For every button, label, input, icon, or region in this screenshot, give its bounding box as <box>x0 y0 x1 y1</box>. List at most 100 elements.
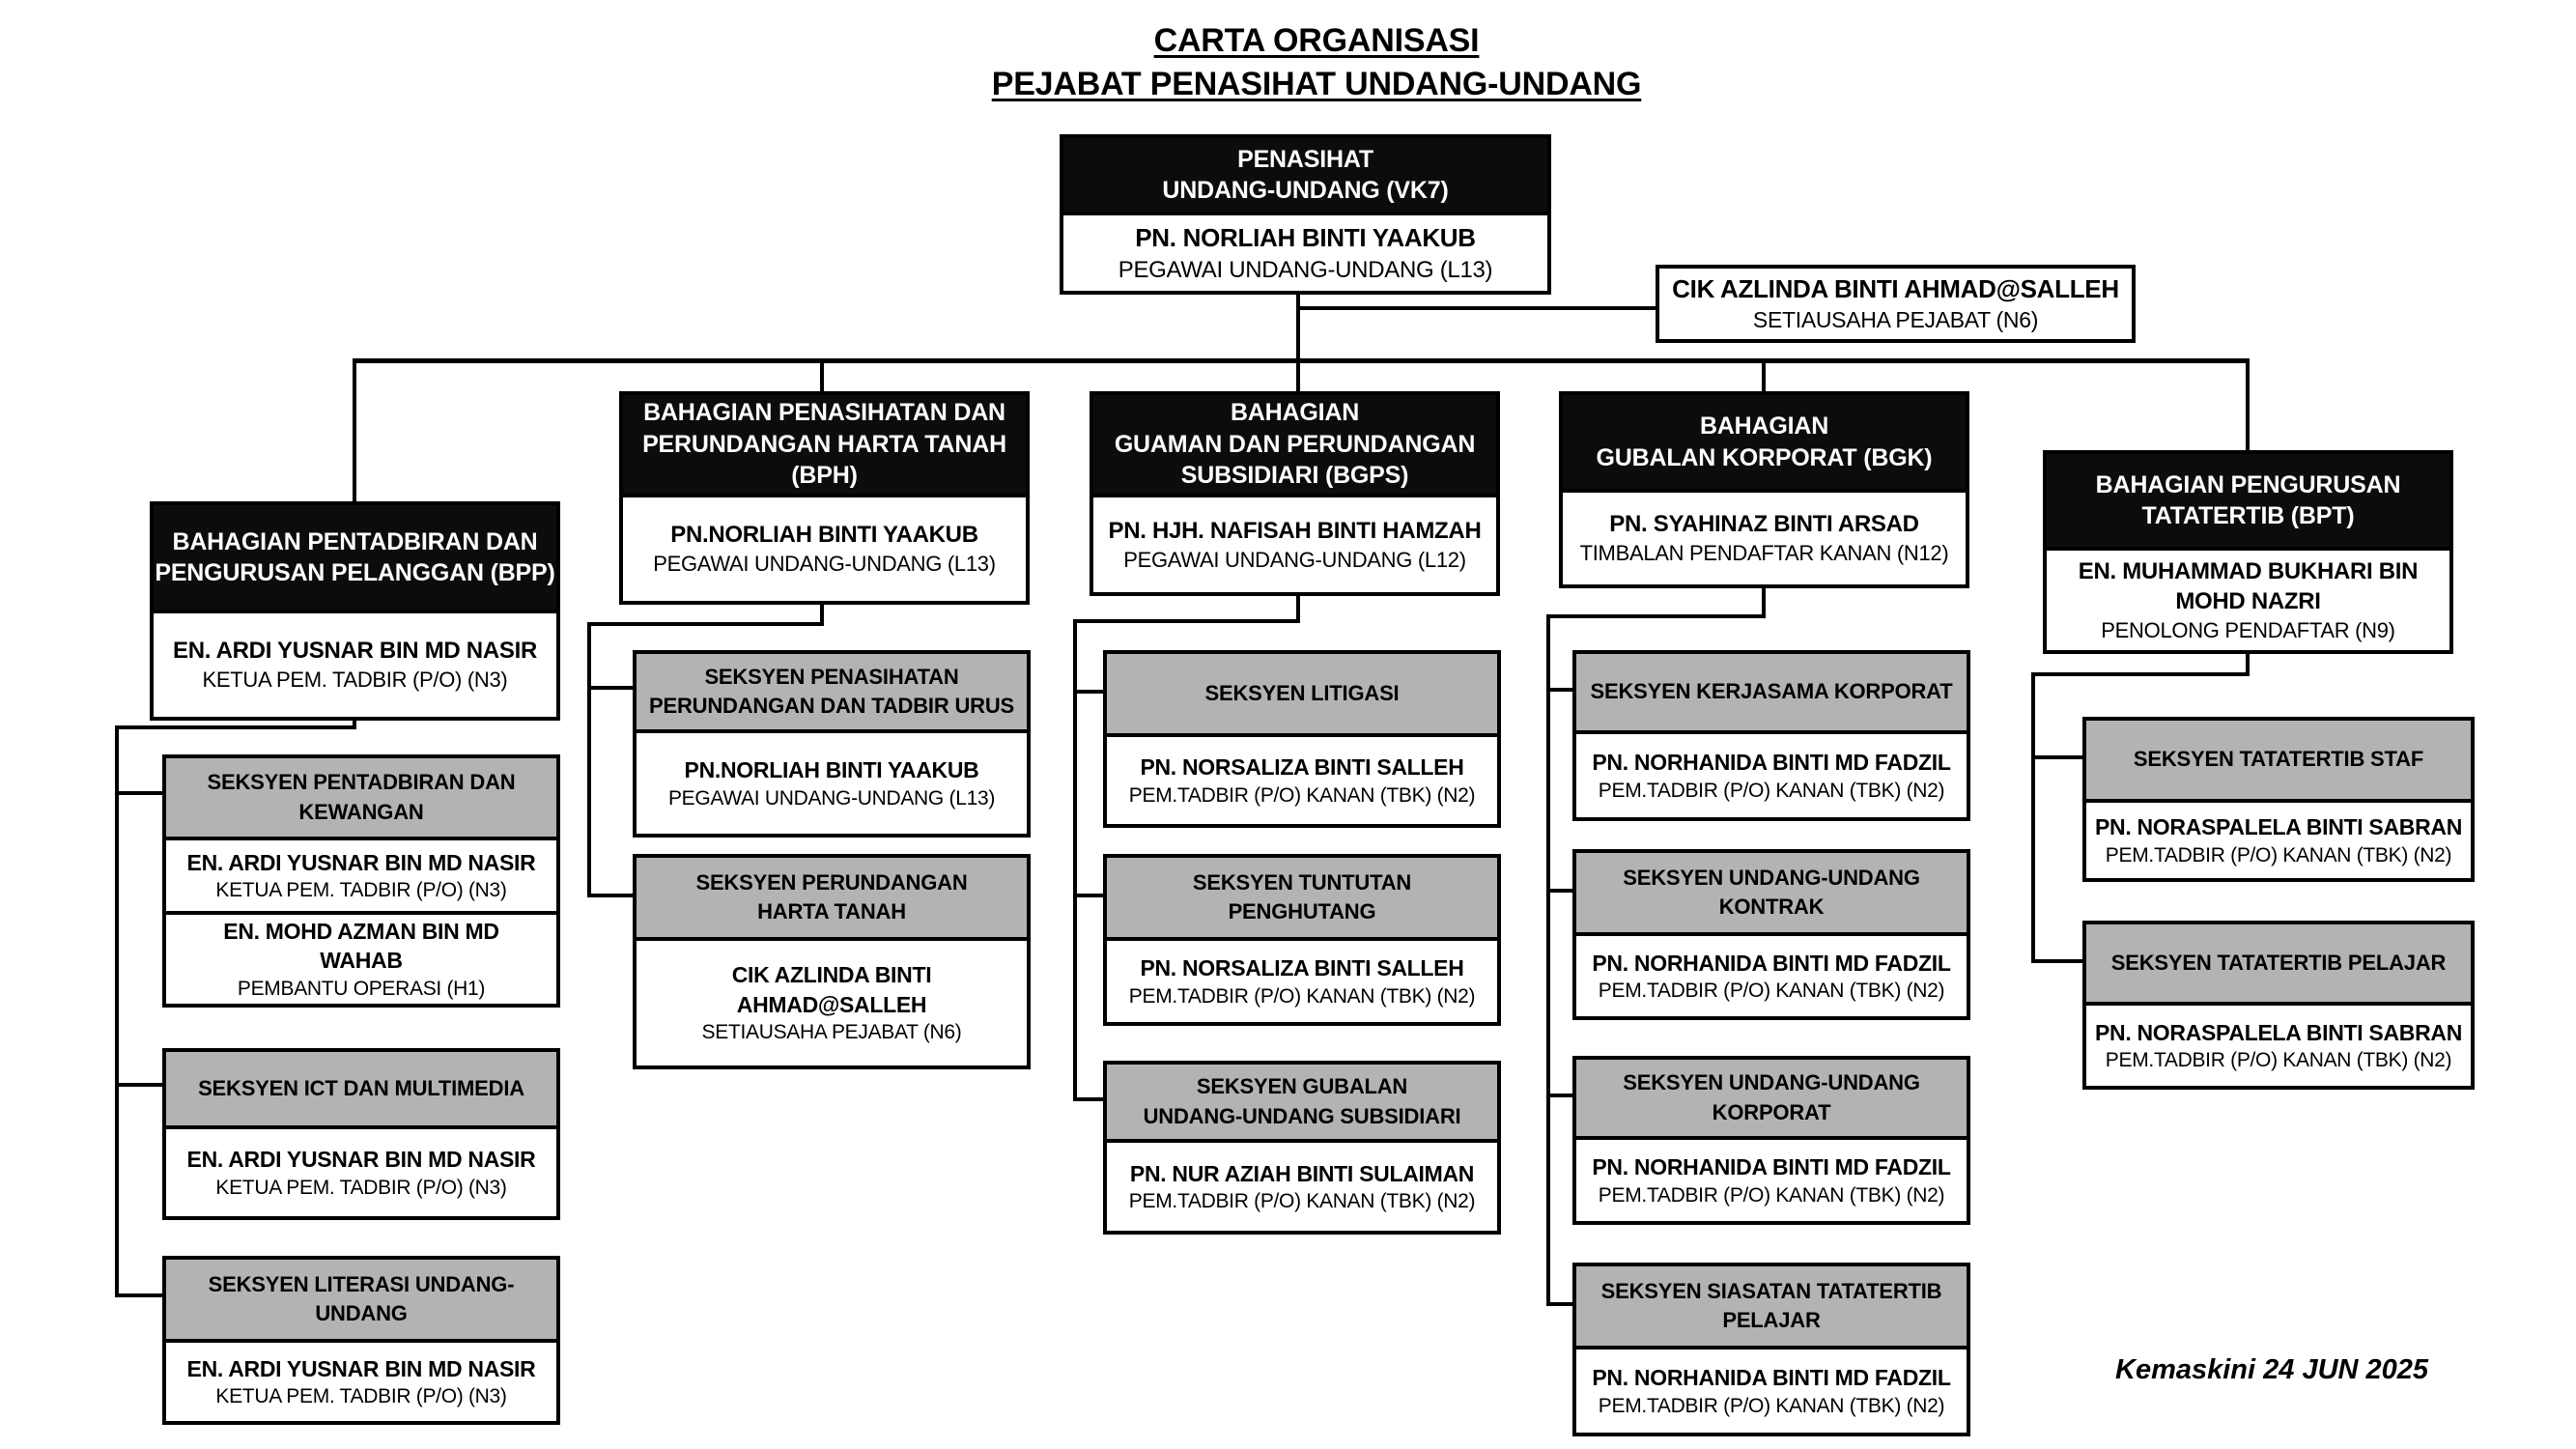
page-title: CARTA ORGANISASI PEJABAT PENASIHAT UNDAN… <box>867 19 1766 106</box>
section-title: SEKSYEN LITIGASI <box>1107 654 1497 737</box>
division-head-name: PN. HJH. NAFISAH BINTI HAMZAH <box>1108 517 1482 544</box>
division-title: BAHAGIAN PENASIHATAN DAN PERUNDANGAN HAR… <box>623 395 1026 497</box>
division-head-role: PEGAWAI UNDANG-UNDANG (L12) <box>1123 547 1466 572</box>
section-title: SEKSYEN UNDANG-UNDANG KORPORAT <box>1576 1060 1967 1140</box>
division-title: BAHAGIAN PENTADBIRAN DAN PENGURUSAN PELA… <box>154 505 556 613</box>
connector-line <box>353 358 356 501</box>
staff-role: PEMBANTU OPERASI (H1) <box>237 977 486 1000</box>
connector-line <box>115 1293 162 1297</box>
connector-line <box>1546 614 1766 618</box>
connector-line <box>2031 672 2035 963</box>
staff-name: PN. NORHANIDA BINTI MD FADZIL <box>1592 750 1951 776</box>
division-bgk: BAHAGIAN GUBALAN KORPORAT (BGK) PN. SYAH… <box>1559 391 1969 588</box>
staff-row: PN. NORHANIDA BINTI MD FADZIL PEM.TADBIR… <box>1576 1140 1967 1221</box>
section-box: SEKSYEN PENASIHATAN PERUNDANGAN DAN TADB… <box>633 650 1031 838</box>
penasihat-role: PEGAWAI UNDANG-UNDANG (L13) <box>1118 256 1493 283</box>
section-box: SEKSYEN ICT DAN MULTIMEDIA EN. ARDI YUSN… <box>162 1048 560 1220</box>
section-box: SEKSYEN TUNTUTAN PENGHUTANG PN. NORSALIZ… <box>1103 854 1501 1026</box>
staff-name: EN. ARDI YUSNAR BIN MD NASIR <box>186 849 536 875</box>
section-title: SEKSYEN TATATERTIB PELAJAR <box>2086 924 2471 1006</box>
division-head-name: PN. SYAHINAZ BINTI ARSAD <box>1609 511 1919 538</box>
division-head-role: PEGAWAI UNDANG-UNDANG (L13) <box>653 552 996 577</box>
division-head-of: EN. ARDI YUSNAR BIN MD NASIR KETUA PEM. … <box>154 613 556 717</box>
penasihat-title: PENASIHAT UNDANG-UNDANG (VK7) <box>1063 138 1547 215</box>
staff-row: CIK AZLINDA BINTI AHMAD@SALLEH SETIAUSAH… <box>637 941 1027 1065</box>
division-title: BAHAGIAN GUBALAN KORPORAT (BGK) <box>1563 395 1966 493</box>
staff-row: PN.NORLIAH BINTI YAAKUB PEGAWAI UNDANG-U… <box>637 733 1027 834</box>
secretary-name: CIK AZLINDA BINTI AHMAD@SALLEH <box>1672 274 2119 304</box>
connector-line <box>115 725 356 729</box>
staff-row: EN. MOHD AZMAN BIN MD WAHAB PEMBANTU OPE… <box>166 910 556 1004</box>
staff-name: PN.NORLIAH BINTI YAAKUB <box>684 757 979 783</box>
section-title: SEKSYEN PENTADBIRAN DAN KEWANGAN <box>166 758 556 840</box>
staff-role: KETUA PEM. TADBIR (P/O) (N3) <box>215 1176 507 1199</box>
division-head-name: EN. MUHAMMAD BUKHARI BIN MOHD NAZRI <box>2078 557 2419 615</box>
division-head-of: PN.NORLIAH BINTI YAAKUB PEGAWAI UNDANG-U… <box>623 497 1026 601</box>
staff-role: PEM.TADBIR (P/O) KANAN (TBK) (N2) <box>1598 1394 1945 1417</box>
staff-name: EN. ARDI YUSNAR BIN MD NASIR <box>186 1355 536 1381</box>
section-box: SEKSYEN UNDANG-UNDANG KONTRAK PN. NORHAN… <box>1572 849 1970 1020</box>
connector-line <box>1546 889 1576 893</box>
section-title: SEKSYEN TUNTUTAN PENGHUTANG <box>1107 858 1497 941</box>
section-title: SEKSYEN KERJASAMA KORPORAT <box>1576 654 1967 734</box>
connector-line <box>1546 688 1576 692</box>
connector-line <box>1073 619 1300 623</box>
staff-name: CIK AZLINDA BINTI AHMAD@SALLEH <box>731 962 932 1017</box>
staff-name: PN. NORHANIDA BINTI MD FADZIL <box>1592 1365 1951 1391</box>
staff-role: PEM.TADBIR (P/O) KANAN (TBK) (N2) <box>1128 783 1476 807</box>
staff-role: PEM.TADBIR (P/O) KANAN (TBK) (N2) <box>1598 1183 1945 1207</box>
staff-role: PEM.TADBIR (P/O) KANAN (TBK) (N2) <box>1128 1190 1476 1213</box>
division-head-name: EN. ARDI YUSNAR BIN MD NASIR <box>173 638 537 665</box>
connector-line <box>1296 306 1656 310</box>
staff-name: EN. MOHD AZMAN BIN MD WAHAB <box>223 918 499 974</box>
connector-line <box>115 791 162 795</box>
staff-role: PEM.TADBIR (P/O) KANAN (TBK) (N2) <box>2105 843 2452 867</box>
staff-role: PEM.TADBIR (P/O) KANAN (TBK) (N2) <box>1128 984 1476 1008</box>
connector-line <box>1546 1094 1576 1097</box>
connector-line <box>1073 1097 1107 1101</box>
connector-line <box>2031 959 2086 963</box>
connector-line <box>587 622 591 897</box>
connector-line <box>2246 358 2250 450</box>
section-title: SEKSYEN ICT DAN MULTIMEDIA <box>166 1052 556 1129</box>
updated-date: Kemaskini 24 JUN 2025 <box>2115 1354 2429 1385</box>
connector-line <box>1296 358 1300 391</box>
division-title: BAHAGIAN GUAMAN DAN PERUNDANGAN SUBSIDIA… <box>1093 395 1496 497</box>
secretary-box: CIK AZLINDA BINTI AHMAD@SALLEH SETIAUSAH… <box>1656 265 2136 343</box>
connector-line <box>2031 672 2250 676</box>
staff-row: PN. NORHANIDA BINTI MD FADZIL PEM.TADBIR… <box>1576 734 1967 817</box>
connector-line <box>353 358 2250 363</box>
division-head-of: EN. MUHAMMAD BUKHARI BIN MOHD NAZRI PENO… <box>2047 551 2449 650</box>
section-box: SEKSYEN LITIGASI PN. NORSALIZA BINTI SAL… <box>1103 650 1501 828</box>
staff-name: EN. ARDI YUSNAR BIN MD NASIR <box>186 1147 536 1173</box>
section-title: SEKSYEN TATATERTIB STAF <box>2086 721 2471 803</box>
connector-line <box>2246 652 2250 676</box>
section-box: SEKSYEN SIASATAN TATATERTIB PELAJAR PN. … <box>1572 1263 1970 1436</box>
staff-row: PN. NORSALIZA BINTI SALLEH PEM.TADBIR (P… <box>1107 737 1497 824</box>
penasihat-body: PN. NORLIAH BINTI YAAKUB PEGAWAI UNDANG-… <box>1063 215 1547 291</box>
division-title: BAHAGIAN PENGURUSAN TATATERTIB (BPT) <box>2047 454 2449 551</box>
connector-line <box>1073 619 1077 1101</box>
connector-line <box>115 725 119 1297</box>
staff-row: EN. ARDI YUSNAR BIN MD NASIR KETUA PEM. … <box>166 1129 556 1216</box>
connector-line <box>353 719 356 729</box>
section-box: SEKSYEN GUBALAN UNDANG-UNDANG SUBSIDIARI… <box>1103 1061 1501 1235</box>
staff-name: PN. NORASPALELA BINTI SABRAN <box>2094 814 2463 840</box>
connector-line <box>1296 293 1300 362</box>
staff-row: PN. NORASPALELA BINTI SABRAN PEM.TADBIR … <box>2086 803 2471 878</box>
connector-line <box>1546 1302 1576 1306</box>
section-title: SEKSYEN GUBALAN UNDANG-UNDANG SUBSIDIARI <box>1107 1065 1497 1143</box>
section-box: SEKSYEN TATATERTIB PELAJAR PN. NORASPALE… <box>2082 921 2475 1090</box>
staff-name: PN. NORHANIDA BINTI MD FADZIL <box>1592 950 1951 976</box>
staff-name: PN. NORSALIZA BINTI SALLEH <box>1140 754 1464 781</box>
connector-line <box>1546 614 1550 1306</box>
section-box: SEKSYEN LITERASI UNDANG- UNDANG EN. ARDI… <box>162 1256 560 1425</box>
connector-line <box>587 686 633 690</box>
division-bph: BAHAGIAN PENASIHATAN DAN PERUNDANGAN HAR… <box>619 391 1030 605</box>
connector-line <box>2031 755 2086 759</box>
staff-row: PN. NORHANIDA BINTI MD FADZIL PEM.TADBIR… <box>1576 1350 1967 1433</box>
staff-role: SETIAUSAHA PEJABAT (N6) <box>701 1021 962 1044</box>
staff-row: PN. NUR AZIAH BINTI SULAIMAN PEM.TADBIR … <box>1107 1143 1497 1231</box>
division-head-name: PN.NORLIAH BINTI YAAKUB <box>670 522 978 549</box>
